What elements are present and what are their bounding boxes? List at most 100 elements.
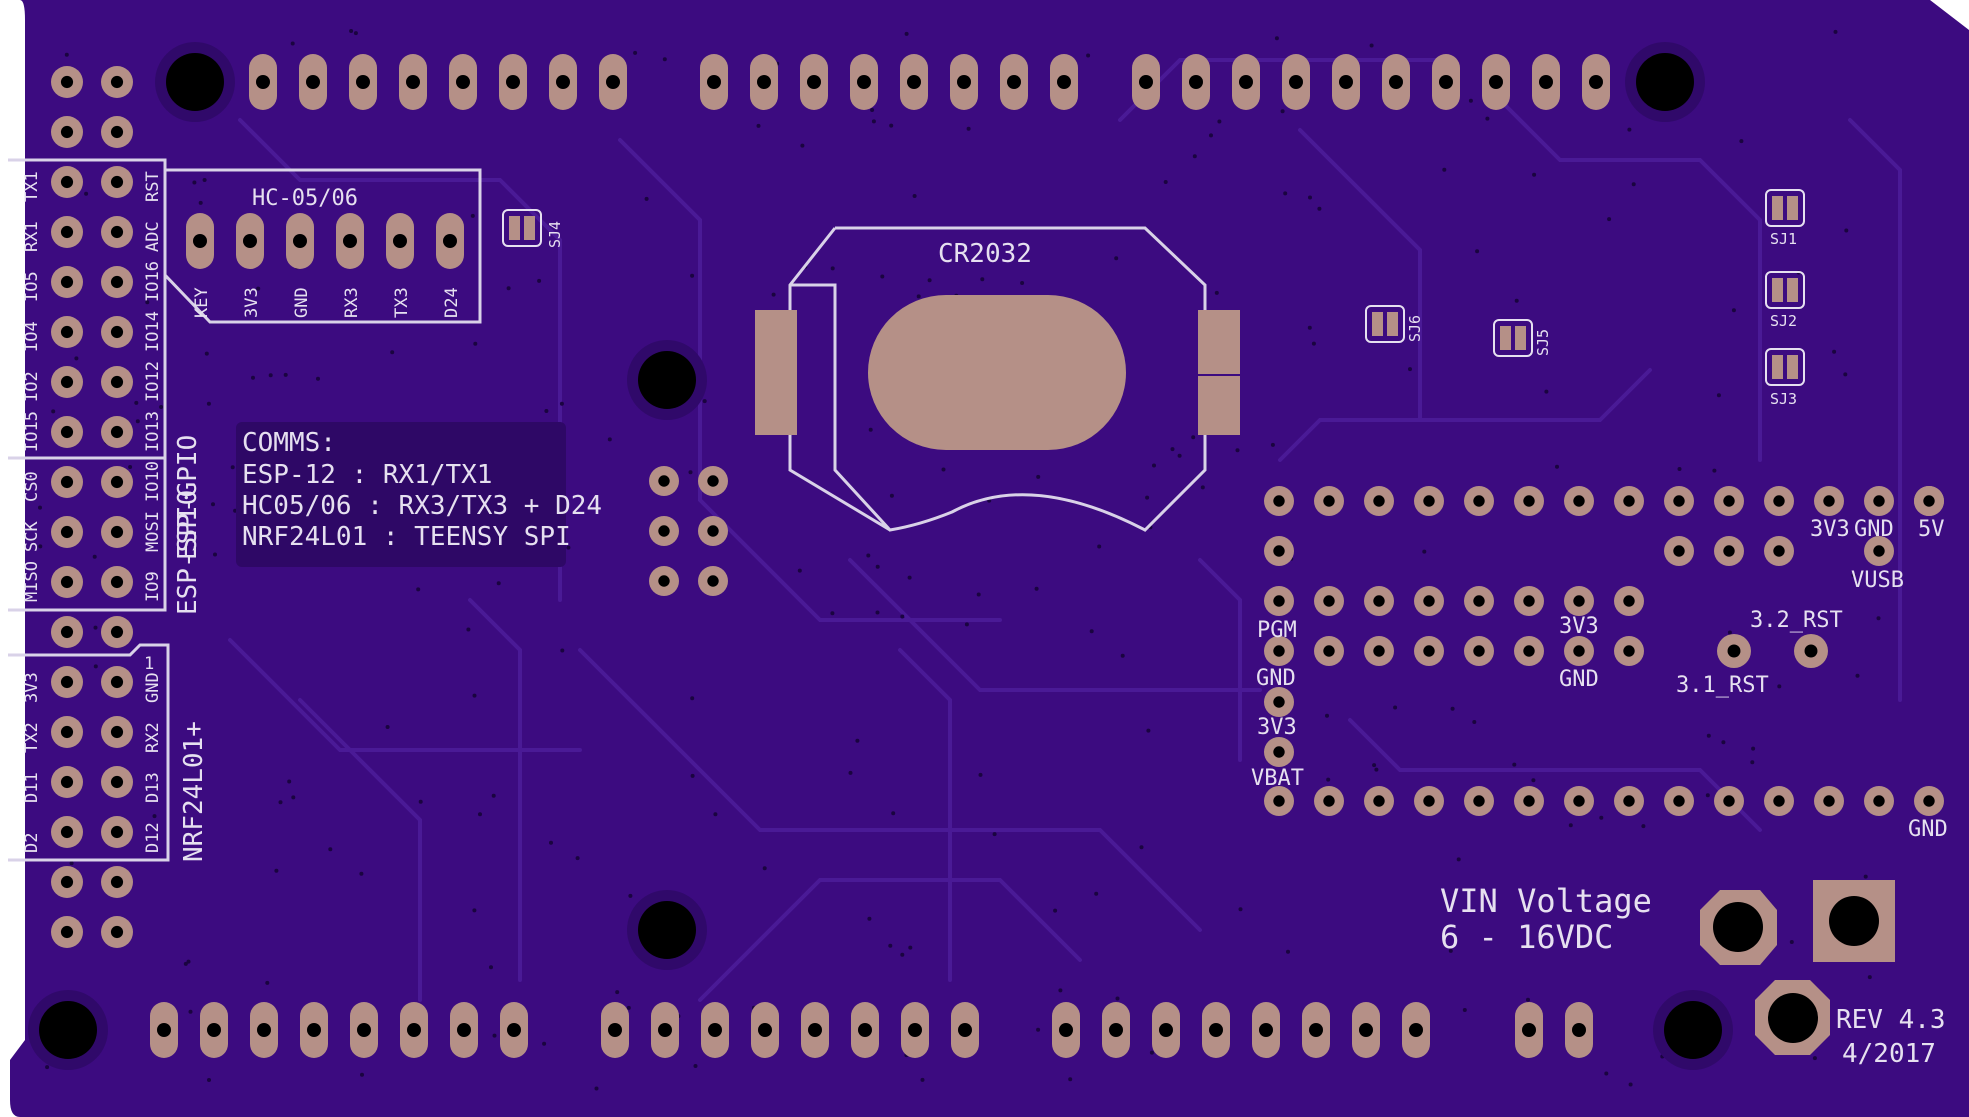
via bbox=[1372, 763, 1377, 768]
via bbox=[416, 587, 421, 592]
via bbox=[1739, 139, 1744, 144]
pad-drill bbox=[1273, 545, 1285, 557]
pad-drill bbox=[110, 325, 124, 339]
via bbox=[1532, 172, 1537, 177]
pad-drill bbox=[60, 925, 74, 939]
via bbox=[290, 41, 295, 46]
pin-label: RX1 bbox=[22, 221, 42, 252]
pad-drill bbox=[1273, 795, 1285, 807]
hc-pin-label: D24 bbox=[442, 287, 462, 318]
jumper-label: SJ4 bbox=[546, 221, 564, 248]
label-gnd-bottom: GND bbox=[1908, 817, 1948, 842]
via bbox=[1393, 705, 1398, 710]
via bbox=[888, 943, 893, 948]
via bbox=[1705, 793, 1710, 798]
solder-jumper-sj2: SJ2 bbox=[1765, 271, 1805, 330]
via bbox=[615, 990, 620, 995]
via bbox=[1599, 815, 1604, 820]
pin-label: D11 bbox=[22, 772, 42, 803]
pad-drill bbox=[60, 125, 74, 139]
label-pgm: PGM bbox=[1257, 618, 1297, 643]
pad-drill bbox=[443, 234, 457, 248]
via bbox=[830, 266, 835, 271]
pad-drill bbox=[857, 75, 871, 89]
pad-drill bbox=[110, 625, 124, 639]
via bbox=[1238, 907, 1243, 912]
comms-line-1: ESP-12 : RX1/TX1 bbox=[242, 460, 492, 490]
jumper-label: SJ5 bbox=[1534, 329, 1552, 356]
via bbox=[855, 738, 860, 743]
pad-drill bbox=[1522, 1023, 1536, 1037]
pad-drill bbox=[1473, 595, 1485, 607]
via bbox=[908, 945, 913, 950]
comms-line-2: HC05/06 : RX3/TX3 + D24 bbox=[242, 491, 602, 521]
via bbox=[992, 832, 997, 837]
rev-line-2: 4/2017 bbox=[1842, 1039, 1936, 1069]
solder-jumper-sj3: SJ3 bbox=[1765, 348, 1805, 408]
pad-drill bbox=[958, 1023, 972, 1037]
via bbox=[1832, 349, 1837, 354]
pad-drill bbox=[356, 75, 370, 89]
via bbox=[1442, 167, 1447, 172]
via bbox=[1468, 98, 1473, 103]
via bbox=[607, 437, 612, 442]
via bbox=[1855, 673, 1860, 678]
via bbox=[1307, 325, 1312, 330]
via bbox=[1544, 389, 1549, 394]
vin-line-1: VIN Voltage bbox=[1440, 882, 1652, 920]
via bbox=[1604, 1071, 1609, 1076]
via bbox=[92, 554, 97, 559]
via bbox=[472, 908, 477, 913]
via bbox=[93, 625, 98, 630]
via bbox=[45, 1065, 50, 1070]
pad-drill bbox=[60, 425, 74, 439]
via bbox=[390, 350, 395, 355]
pad-drill bbox=[807, 75, 821, 89]
pad-drill bbox=[60, 375, 74, 389]
via bbox=[1146, 728, 1151, 733]
jumper-label: SJ3 bbox=[1770, 390, 1797, 408]
via bbox=[287, 779, 292, 784]
pin-label: MOSI bbox=[143, 511, 163, 552]
pad-drill bbox=[707, 525, 719, 537]
pad-drill bbox=[1723, 545, 1735, 557]
pad-drill bbox=[1673, 545, 1685, 557]
pin-label: IO13 bbox=[143, 411, 163, 452]
esp-spi-label: ESP-SPI0 bbox=[173, 490, 203, 615]
via bbox=[1270, 442, 1275, 447]
via bbox=[1325, 713, 1329, 718]
solder-jumper-sj4: SJ4 bbox=[502, 209, 564, 248]
label-3v3-mid: 3V3 bbox=[1559, 614, 1599, 639]
via bbox=[251, 375, 255, 380]
pad-drill bbox=[1623, 645, 1635, 657]
via bbox=[1209, 133, 1213, 138]
pad-drill bbox=[457, 1023, 471, 1037]
via bbox=[1177, 453, 1182, 458]
pad-drill bbox=[1323, 645, 1335, 657]
pad-drill bbox=[1823, 795, 1835, 807]
pad-drill bbox=[243, 234, 257, 248]
via bbox=[283, 372, 288, 377]
via bbox=[1053, 908, 1058, 913]
pad-drill bbox=[1523, 645, 1535, 657]
via bbox=[69, 861, 74, 866]
pad-drill bbox=[1273, 696, 1285, 708]
via bbox=[291, 795, 296, 800]
via bbox=[1472, 720, 1477, 724]
pin-label: RST bbox=[143, 171, 163, 202]
via bbox=[1235, 448, 1240, 453]
via bbox=[976, 592, 981, 597]
via bbox=[1217, 119, 1222, 124]
pad-drill bbox=[1673, 495, 1685, 507]
via bbox=[1631, 182, 1636, 187]
via bbox=[1145, 495, 1150, 500]
via bbox=[1308, 195, 1312, 200]
trace bbox=[698, 878, 1082, 1002]
pad-drill bbox=[1439, 75, 1453, 89]
pad-drill bbox=[658, 1023, 672, 1037]
pad-drill bbox=[658, 475, 670, 487]
via bbox=[566, 545, 571, 550]
pad-drill bbox=[808, 1023, 822, 1037]
via bbox=[1408, 367, 1412, 372]
pad-drill bbox=[1723, 495, 1735, 507]
